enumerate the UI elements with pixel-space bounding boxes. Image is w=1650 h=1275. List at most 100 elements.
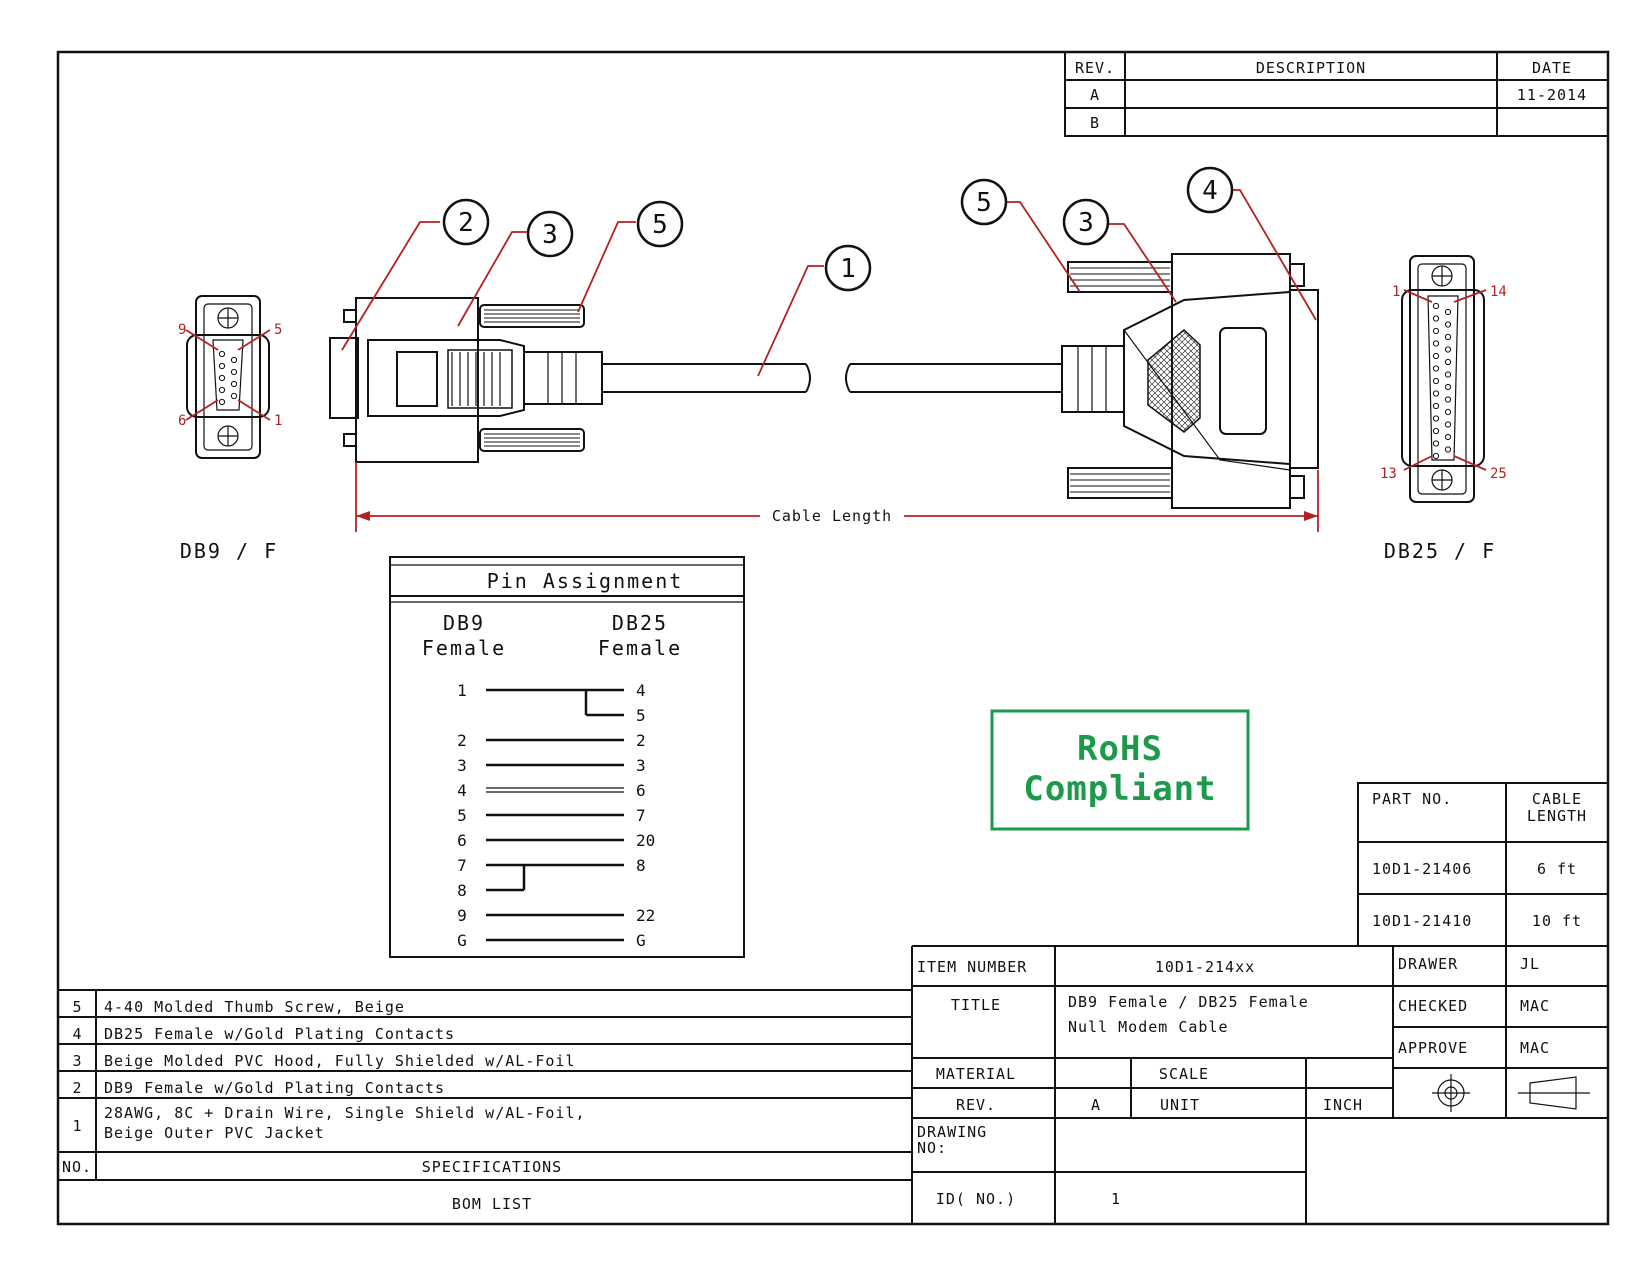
rohs-line-1: RoHS — [1077, 729, 1163, 769]
db25-pin — [1432, 302, 1440, 310]
drawing-no-label-2: NO: — [917, 1139, 947, 1157]
callouts: 2 3 5 1 5 3 4 — [341, 166, 1317, 377]
db9-pin-number: 8 — [457, 881, 467, 900]
pin-assignment-table: Pin Assignment DB9 Female DB25 Female 12… — [389, 556, 745, 958]
db25-side-view — [1061, 253, 1319, 509]
db25-pin — [1432, 327, 1440, 335]
callout-5-left: 5 — [652, 210, 668, 240]
date-header: DATE — [1532, 59, 1572, 77]
rohs-compliant-stamp: RoHS Compliant — [990, 709, 1250, 831]
db25-pin-number: 5 — [636, 706, 646, 725]
db25-pin — [1444, 358, 1452, 366]
callout-4: 4 — [1202, 176, 1218, 206]
revision-block: REV. DESCRIPTION DATE A 11-2014 B — [1064, 51, 1609, 137]
id-no-label: ID( NO.) — [936, 1190, 1016, 1208]
db25-pin — [1432, 402, 1440, 410]
db25-pin-number: 2 — [636, 731, 646, 750]
db25-pin-number: 6 — [636, 781, 646, 800]
db9-pin-number: 9 — [457, 906, 467, 925]
bom-item-spec: Beige Molded PVC Hood, Fully Shielded w/… — [104, 1052, 575, 1070]
checked-value: MAC — [1520, 997, 1550, 1015]
cable-length-dimension: Cable Length — [355, 462, 1319, 532]
rev-row-b: B — [1090, 114, 1100, 132]
db9-pin-number: 2 — [457, 731, 467, 750]
item-number-label: ITEM NUMBER — [917, 958, 1027, 976]
db25-pin — [1444, 321, 1452, 328]
db25-pin-number: 8 — [636, 856, 646, 875]
sheet-border — [56, 50, 1610, 1226]
callout-2: 2 — [458, 208, 474, 238]
db9-face-view: 9 5 6 1 — [178, 295, 282, 459]
unit-value: INCH — [1323, 1096, 1363, 1114]
db9-pin — [218, 398, 226, 406]
db9-pin — [230, 368, 238, 376]
db25-pin-25-label: 25 — [1490, 466, 1507, 482]
db9-column-title: DB9 — [443, 611, 485, 635]
part-no-2: 10D1-21410 — [1372, 912, 1472, 930]
bom-item-number: 1 — [72, 1117, 81, 1135]
db9-pin-number: 5 — [457, 806, 467, 825]
db25-pin-number: 20 — [636, 831, 655, 850]
hood-grip — [447, 349, 513, 409]
db9-pin — [230, 356, 238, 364]
checked-label: CHECKED — [1398, 997, 1468, 1015]
db9-pin — [218, 362, 226, 370]
db9-pin-number: 7 — [457, 856, 467, 875]
rev-value: A — [1091, 1096, 1101, 1114]
callout-3-left: 3 — [542, 220, 558, 250]
db25-pin — [1432, 352, 1440, 360]
db9-pin-number: 4 — [457, 781, 467, 800]
cable — [602, 363, 1062, 393]
bom-footer: BOM LIST — [452, 1195, 532, 1213]
callout-1: 1 — [840, 254, 856, 284]
db25-column-title: DB25 — [612, 611, 668, 635]
db9-pin-9-label: 9 — [178, 322, 186, 338]
cone-projection-icon — [1518, 1076, 1590, 1110]
bom-header-no: NO. — [62, 1158, 92, 1176]
db25-pin-number: 3 — [636, 756, 646, 775]
bom-item-spec: DB9 Female w/Gold Plating Contacts — [104, 1079, 445, 1097]
db25-pin — [1444, 333, 1452, 341]
db25-pin — [1444, 371, 1452, 378]
db9-pin — [230, 380, 238, 388]
callout-5-right: 5 — [976, 188, 992, 218]
db9-pin — [218, 374, 226, 382]
db25-pin-number: 4 — [636, 681, 646, 700]
db25-pin — [1432, 390, 1440, 397]
item-number-value: 10D1-214xx — [1155, 958, 1255, 976]
rev-label: REV. — [956, 1096, 996, 1114]
db25-pin — [1432, 315, 1440, 322]
db9-pin — [218, 350, 226, 358]
db25-pin — [1432, 415, 1440, 422]
db25-pin — [1432, 440, 1440, 447]
db25-pin — [1444, 433, 1452, 441]
part-no-1: 10D1-21406 — [1372, 860, 1472, 878]
title-line-2: Null Modem Cable — [1068, 1018, 1229, 1036]
bom-item-spec: 28AWG, 8C + Drain Wire, Single Shield w/… — [104, 1104, 585, 1122]
db25-pin-number: 22 — [636, 906, 655, 925]
unit-label: UNIT — [1160, 1096, 1200, 1114]
length-2: 10 ft — [1532, 912, 1582, 930]
db25-pin — [1432, 340, 1440, 347]
db25-connector-label: DB25 / F — [1384, 539, 1496, 563]
approve-value: MAC — [1520, 1039, 1550, 1057]
bom-item-number: 4 — [72, 1025, 81, 1043]
db25-pin — [1444, 421, 1452, 428]
db25-pin — [1432, 452, 1440, 460]
db9-side-view — [329, 297, 603, 463]
material-label: MATERIAL — [936, 1065, 1016, 1083]
db25-pin — [1444, 446, 1452, 453]
cable-length-header-2: LENGTH — [1527, 807, 1587, 825]
db25-pin-14-label: 14 — [1490, 284, 1507, 300]
db25-pin — [1444, 396, 1452, 403]
db9-pin — [230, 392, 238, 400]
db25-pin — [1444, 308, 1452, 316]
db9-pin-number: G — [457, 931, 467, 950]
callout-3-right: 3 — [1078, 208, 1094, 238]
description-header: DESCRIPTION — [1256, 59, 1366, 77]
bom-item-spec: 4-40 Molded Thumb Screw, Beige — [104, 998, 405, 1016]
rev-row-a: A — [1090, 86, 1100, 104]
rev-row-a-date: 11-2014 — [1517, 86, 1587, 104]
db9-pin-1-label: 1 — [274, 413, 282, 429]
